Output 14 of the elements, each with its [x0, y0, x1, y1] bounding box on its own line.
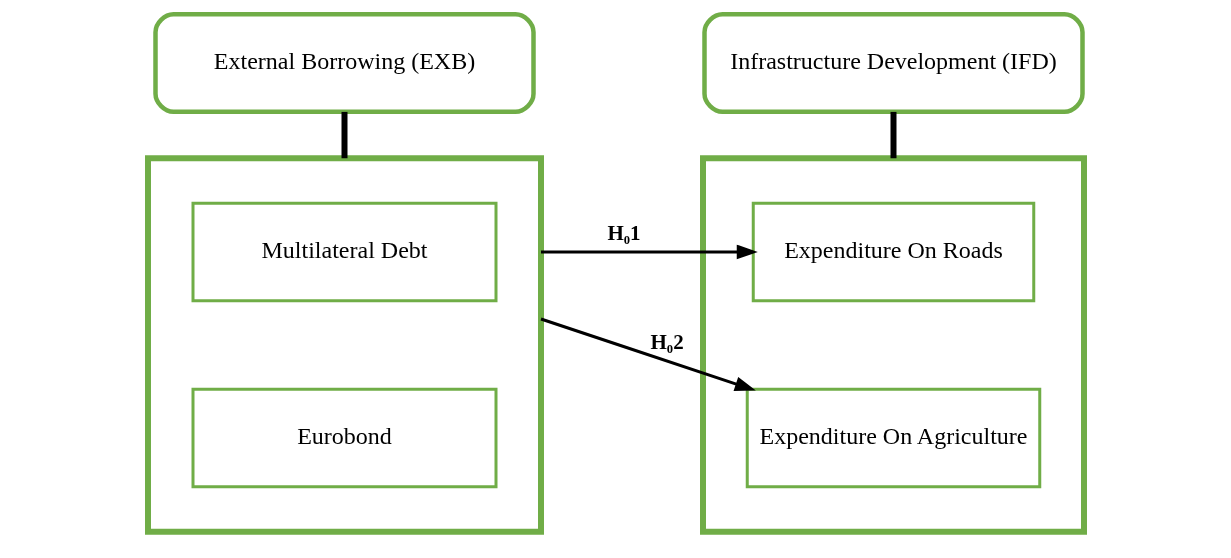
edge-label: H₀1: [606, 221, 641, 246]
connector: [890, 111, 896, 159]
connector: [341, 111, 347, 159]
node-box: Infrastructure Development (IFD): [701, 12, 1085, 114]
node-box: Expenditure On Roads: [751, 201, 1035, 303]
node-box: Eurobond: [191, 387, 497, 489]
cluster: [144, 155, 544, 535]
node-box: Multilateral Debt: [191, 201, 497, 303]
node-box: Expenditure On Agriculture: [745, 387, 1041, 489]
node-box: External Borrowing (EXB): [152, 12, 536, 114]
arrow: [540, 317, 756, 391]
edge-label: H₀2: [650, 330, 684, 355]
cluster: [699, 155, 1087, 535]
arrow: [540, 244, 758, 260]
